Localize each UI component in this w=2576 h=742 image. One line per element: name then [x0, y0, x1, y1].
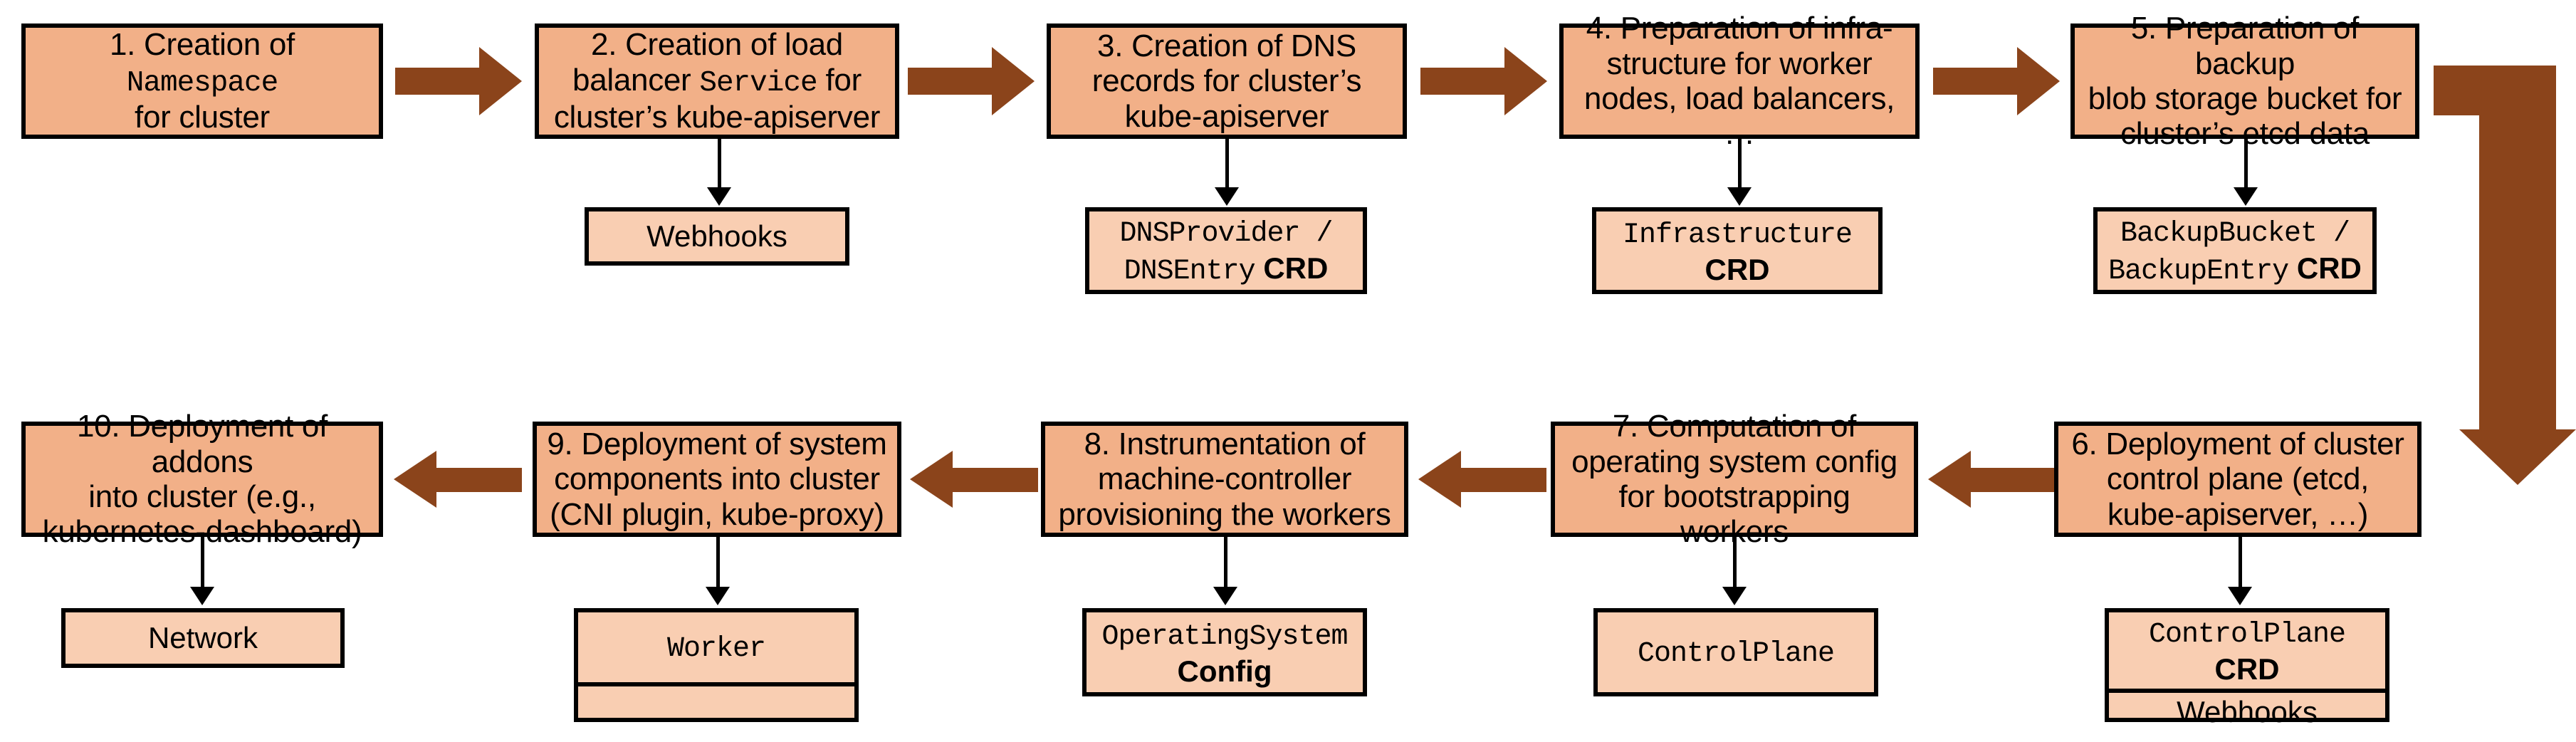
artifact-box-5[interactable]: BackupBucket / BackupEntry CRD: [2093, 207, 2377, 294]
artifact-8-cell-0: OperatingSystem Config: [1087, 612, 1363, 692]
artifact-4-cell-0: Infrastructure CRD: [1596, 211, 1878, 290]
step-box-9[interactable]: 9. Deployment of system components into …: [533, 422, 901, 537]
artifact-3-cell-0: DNSProvider / DNSEntry CRD: [1089, 211, 1363, 290]
flow-arrow-1-2: [395, 44, 522, 118]
flow-arrow-3-4: [1420, 44, 1547, 118]
artifact-10-cell-0: Network: [66, 612, 340, 664]
connector-step10-artifact: [189, 537, 215, 608]
connector-step2-artifact: [706, 139, 732, 207]
artifact-box-9[interactable]: Worker: [574, 608, 859, 722]
artifact-6-label-webhooks: Webhooks: [2177, 694, 2318, 728]
step-1-label: 1. Creation of Namespace for cluster: [110, 27, 295, 135]
step-2-label: 2. Creation of load balancer Service for…: [553, 27, 881, 135]
artifact-box-10[interactable]: Network: [61, 608, 345, 668]
flow-arrow-7-8: [1418, 451, 1546, 509]
connector-step6-artifact: [2227, 537, 2253, 608]
artifact-5-label: BackupBucket / BackupEntry CRD: [2108, 218, 2362, 288]
artifact-box-4[interactable]: Infrastructure CRD: [1592, 207, 1883, 294]
flow-arrow-4-5: [1933, 44, 2060, 118]
connector-step8-artifact: [1213, 537, 1238, 608]
step-box-8[interactable]: 8. Instrumentation of machine-controller…: [1041, 422, 1408, 537]
artifact-2-label: Webhooks: [646, 219, 787, 254]
step-4-label: 4. Preparation of infra- structure for w…: [1583, 11, 1895, 152]
connector-step3-artifact: [1214, 139, 1240, 207]
step-box-2[interactable]: 2. Creation of load balancer Service for…: [535, 23, 899, 139]
artifact-6-cell-1: Webhooks: [2109, 688, 2385, 731]
artifact-2-cell-0: Webhooks: [589, 211, 845, 261]
step-box-1[interactable]: 1. Creation of Namespace for cluster: [21, 23, 383, 139]
flow-arrow-2-3: [908, 44, 1035, 118]
artifact-6-controlplane-kind: ControlPlane: [2148, 619, 2346, 651]
flow-arrow-9-10: [394, 451, 522, 509]
step-9-label: 9. Deployment of system components into …: [547, 427, 887, 532]
artifact-9-cell-0: Worker: [578, 612, 854, 682]
artifact-6-controlplane-crd: CRD: [2214, 652, 2280, 686]
artifact-7-cell-0: ControlPlane: [1598, 612, 1874, 692]
artifact-4-label: Infrastructure CRD: [1622, 219, 1853, 286]
step-8-label: 8. Instrumentation of machine-controller…: [1058, 427, 1391, 532]
artifact-box-8[interactable]: OperatingSystem Config: [1082, 608, 1367, 696]
flow-arrow-8-9: [910, 451, 1038, 509]
artifact-10-label: Network: [147, 621, 258, 655]
connector-step7-artifact: [1722, 537, 1747, 608]
artifact-7-label: ControlPlane: [1637, 638, 1835, 671]
step-box-5[interactable]: 5. Preparation of backup blob storage bu…: [2070, 11, 2419, 151]
artifact-5-cell-0: BackupBucket / BackupEntry CRD: [2098, 211, 2372, 290]
artifact-box-3[interactable]: DNSProvider / DNSEntry CRD: [1085, 207, 1367, 294]
artifact-6-cell-0: ControlPlane CRD: [2109, 612, 2385, 689]
artifact-9-cell-1: [578, 681, 854, 718]
flow-arrow-5-6: [2434, 66, 2576, 511]
artifact-box-6[interactable]: ControlPlane CRD Webhooks: [2105, 608, 2389, 728]
flow-arrow-6-7: [1928, 451, 2056, 509]
step-3-label: 3. Creation of DNS records for cluster’s…: [1091, 28, 1362, 134]
artifact-box-7[interactable]: ControlPlane: [1593, 608, 1878, 696]
step-6-label: 6. Deployment of cluster control plane (…: [2071, 427, 2404, 532]
step-box-10[interactable]: 10. Deployment of addons into cluster (e…: [21, 409, 383, 549]
connector-step5-artifact: [2233, 139, 2258, 207]
artifact-8-label: OperatingSystem Config: [1101, 620, 1348, 688]
artifact-6-label-controlplane: ControlPlane CRD: [2113, 614, 2381, 687]
step-box-7[interactable]: 7. Computation of operating system confi…: [1551, 409, 1918, 549]
connector-step4-artifact: [1727, 139, 1752, 207]
connector-step9-artifact: [705, 537, 731, 608]
step-box-3[interactable]: 3. Creation of DNS records for cluster’s…: [1047, 23, 1407, 139]
step-5-label: 5. Preparation of backup blob storage bu…: [2088, 11, 2402, 152]
step-box-6[interactable]: 6. Deployment of cluster control plane (…: [2054, 422, 2421, 537]
step-10-label: 10. Deployment of addons into cluster (e…: [42, 409, 362, 550]
artifact-9-label-network: Worker: [666, 633, 766, 666]
artifact-3-label: DNSProvider / DNSEntry CRD: [1119, 218, 1333, 288]
step-box-4[interactable]: 4. Preparation of infra- structure for w…: [1559, 11, 1920, 151]
artifact-box-2[interactable]: Webhooks: [585, 207, 849, 266]
step-7-label: 7. Computation of operating system confi…: [1571, 409, 1897, 550]
